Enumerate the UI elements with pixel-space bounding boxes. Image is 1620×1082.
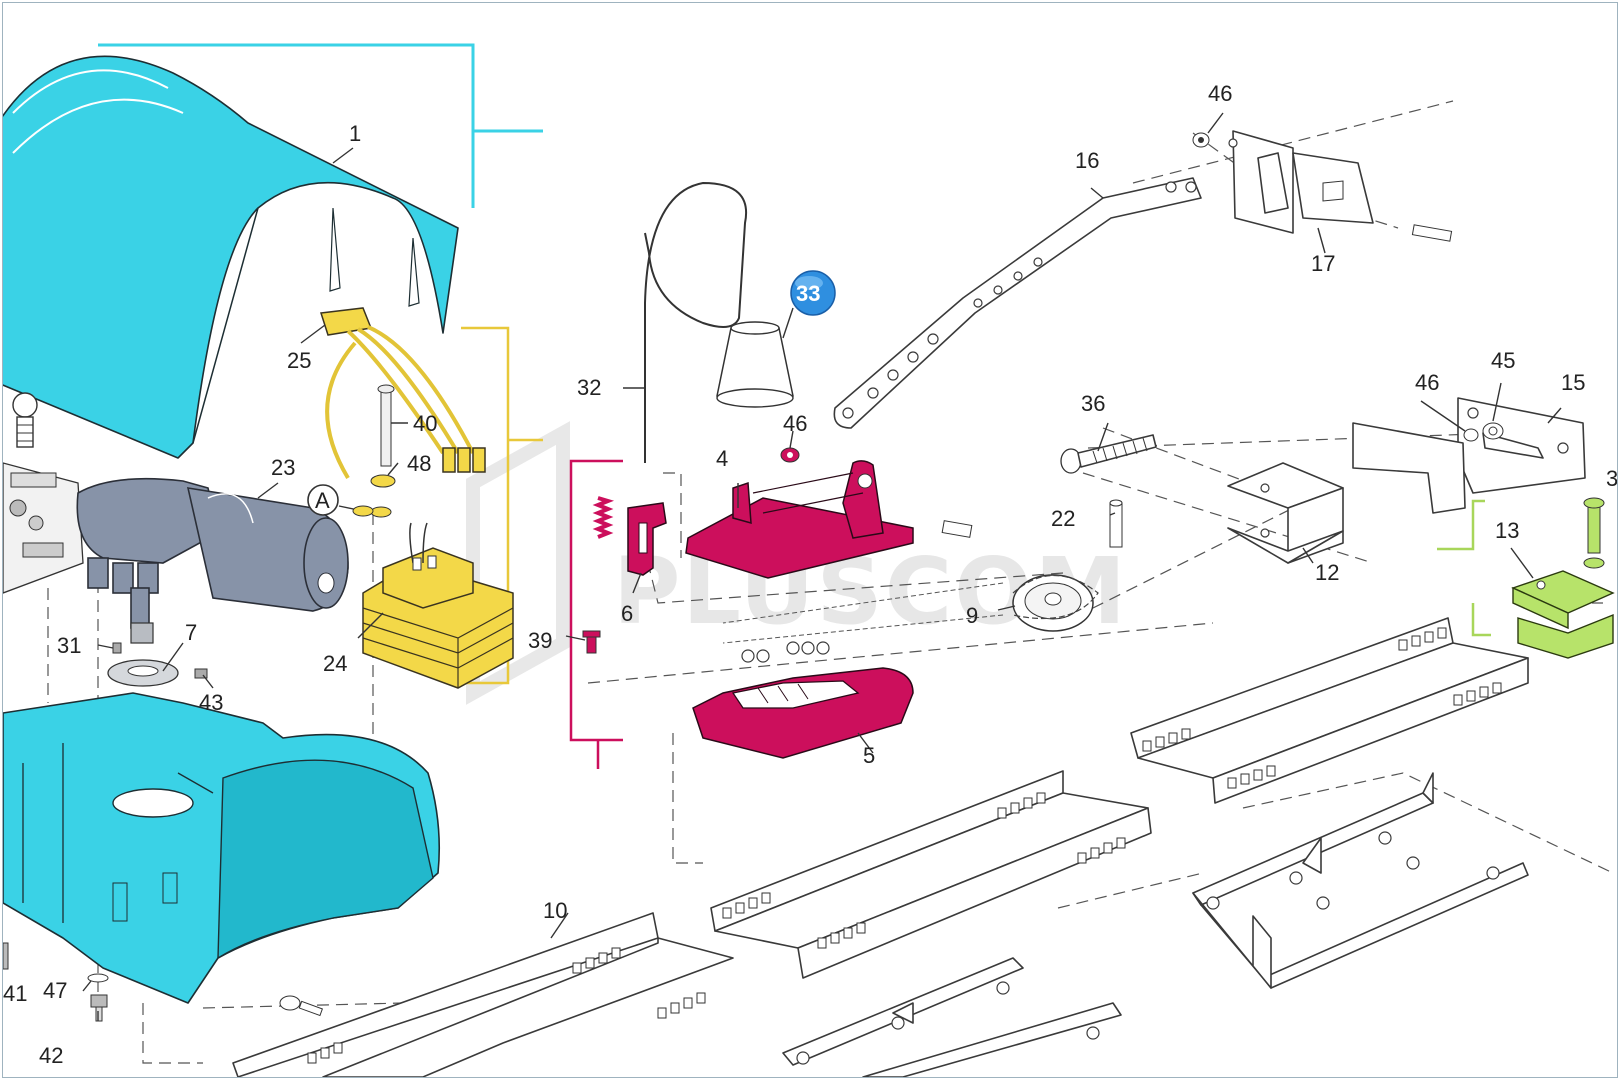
part-7-bearing-ring	[107, 659, 179, 687]
label-46-header: 46	[1415, 370, 1439, 395]
part-labels: 1 25 40 48 23 24 31 7 43 41 47 42 32 4 4…	[3, 81, 1617, 1068]
rail-section-top-right	[1130, 617, 1529, 804]
label-12: 12	[1315, 560, 1339, 585]
electrical-bracket	[461, 326, 543, 685]
part-1-top-cover	[3, 55, 459, 459]
label-1: 1	[349, 121, 361, 146]
label-9: 9	[966, 603, 978, 628]
rail-section-middle	[710, 770, 1152, 979]
part-13-bolt	[1583, 497, 1605, 569]
rail-bottom-screw	[279, 995, 324, 1017]
label-46-door: 46	[1208, 81, 1232, 106]
carriage-screw	[941, 520, 973, 538]
part-17-door-bracket	[1228, 130, 1374, 234]
part-33-highlight-badge: 33	[790, 270, 836, 316]
part-23-gear-motor	[76, 477, 349, 644]
label-4: 4	[716, 446, 728, 471]
callout-a-bubble: A	[307, 484, 374, 517]
label-47: 47	[43, 978, 67, 1003]
part-46-washer-header	[1463, 428, 1479, 442]
door-bracket-screw	[1411, 224, 1453, 242]
label-23: 23	[271, 455, 295, 480]
label-43: 43	[199, 690, 223, 715]
part-47-washer	[87, 973, 109, 983]
label-7: 7	[185, 620, 197, 645]
label-40: 40	[413, 411, 437, 436]
label-6: 6	[621, 601, 633, 626]
label-39: 39	[528, 628, 552, 653]
part-33-release-knob	[716, 321, 794, 408]
label-17: 17	[1311, 251, 1335, 276]
label-45: 45	[1491, 348, 1515, 373]
callout-a-text: A	[315, 488, 330, 513]
label-15: 15	[1561, 370, 1585, 395]
part-39-screw	[582, 630, 601, 654]
part-5-carriage-bottom	[692, 667, 914, 759]
rail-joint-bracket-bottom	[782, 957, 1122, 1077]
cover-bracket	[98, 43, 543, 208]
label-24: 24	[323, 651, 347, 676]
part-9-pulley	[722, 574, 1099, 644]
part-46-nut-carriage	[780, 447, 800, 463]
part-32-release-cable	[644, 181, 748, 463]
part-10-rail-bottom	[232, 912, 734, 1077]
leader-lines	[82, 112, 1562, 1021]
part-12-u-bracket	[1227, 462, 1344, 564]
label-41: 41	[3, 981, 27, 1006]
part-4-carriage-top	[685, 460, 914, 579]
label-42: 42	[39, 1043, 63, 1068]
part-43-screw	[194, 668, 208, 679]
label-32: 32	[577, 375, 601, 400]
bracket-13-marker	[1437, 499, 1491, 637]
label-5: 5	[863, 743, 875, 768]
label-31: 31	[57, 633, 81, 658]
carriage-bracket	[569, 459, 623, 769]
chain-links	[741, 641, 830, 663]
part-45-nut	[1482, 422, 1504, 440]
label-25: 25	[287, 348, 311, 373]
label-46-carriage: 46	[783, 411, 807, 436]
part-33-highlight-number: 33	[796, 281, 820, 306]
part-6-release-lever	[627, 502, 667, 576]
exploded-parts-diagram: PLUSCOM	[3, 43, 1617, 1077]
label-22: 22	[1051, 506, 1075, 531]
label-48: 48	[407, 451, 431, 476]
carriage-spring	[592, 496, 615, 539]
part-16-arm	[833, 177, 1202, 429]
rail-joint-bracket-right	[1192, 772, 1529, 989]
label-10: 10	[543, 898, 567, 923]
control-board	[3, 462, 84, 594]
part-25-wire-harness	[320, 307, 486, 480]
part-24-transformer	[362, 522, 514, 689]
part-31-pin	[112, 642, 122, 654]
part-46-nut-door-bracket	[1192, 132, 1210, 148]
part-40-screw	[377, 384, 395, 467]
label-3-partial: 3	[1606, 466, 1617, 491]
part-48-washer	[370, 474, 396, 518]
lamp-bulb	[12, 392, 38, 448]
motor-base-housing	[3, 692, 441, 1004]
part-42-screw	[90, 994, 108, 1022]
part-41-screw	[3, 942, 9, 970]
part-13-lime-bracket	[1511, 570, 1615, 659]
part-15-header-bracket	[1352, 397, 1586, 514]
part-22-pin	[1109, 499, 1123, 548]
part-36-bolt	[1060, 434, 1157, 474]
label-36: 36	[1081, 391, 1105, 416]
label-16: 16	[1075, 148, 1099, 173]
label-13: 13	[1495, 518, 1519, 543]
